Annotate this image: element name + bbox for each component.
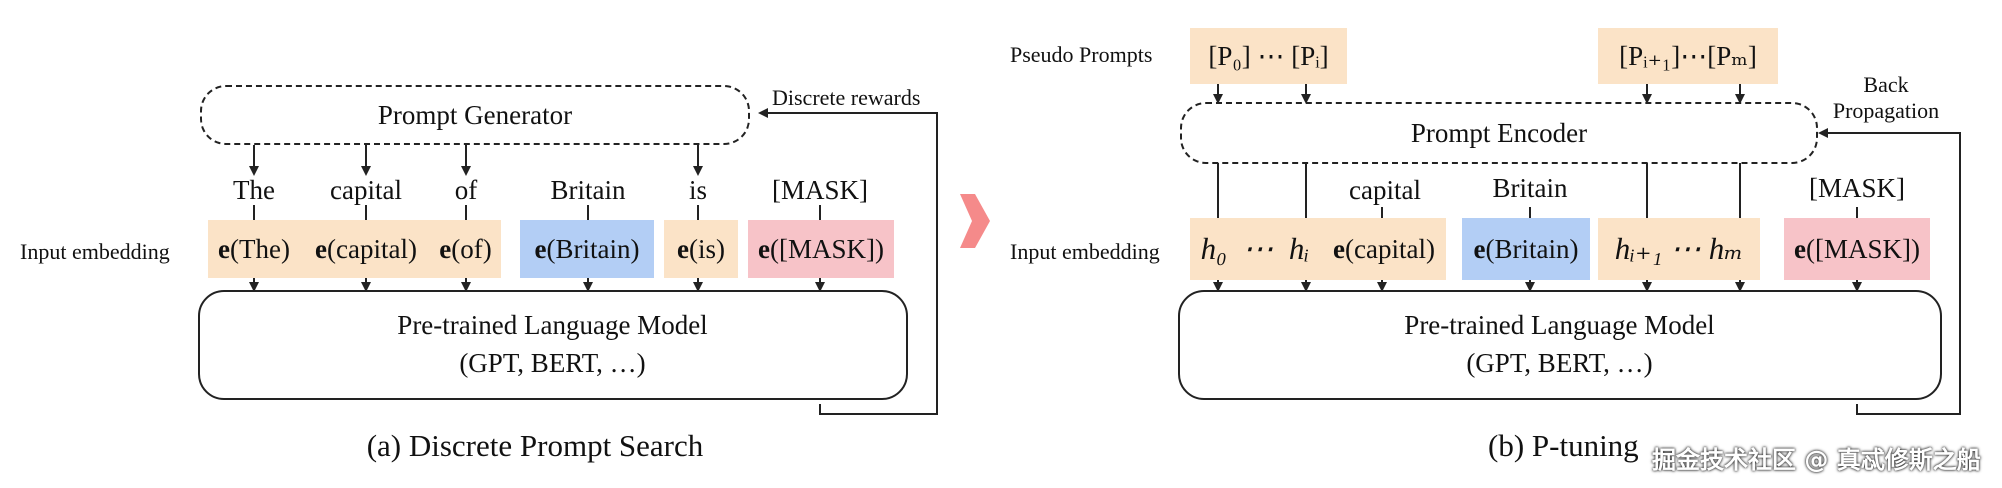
token-capital: capital xyxy=(330,174,402,205)
caption-left: (a) Discrete Prompt Search xyxy=(366,428,704,463)
pseudo-prompt-group-2-text: [Pᵢ₊₁]⋯[Pₘ] xyxy=(1619,40,1757,71)
pseudo-prompt-group-2: [Pᵢ₊₁]⋯[Pₘ] xyxy=(1598,28,1778,84)
embedding-the: e(The) xyxy=(218,233,290,264)
token-britain-right: Britain xyxy=(1492,172,1568,203)
prompt-generator-label: Prompt Generator xyxy=(377,99,573,130)
watermark: 掘金技术社区 @ 真忒修斯之船 xyxy=(1652,446,1981,474)
embedding-of: e(of) xyxy=(439,233,492,264)
caption-right: (b) P-tuning xyxy=(1488,428,1639,463)
embedding-capital-right: e(capital) xyxy=(1333,233,1435,264)
token-is: is xyxy=(688,174,707,205)
embedding-britain-right: e(Britain) xyxy=(1462,218,1590,280)
model-examples-right: (GPT, BERT, …) xyxy=(1466,348,1653,378)
language-model-box-left: Pre-trained Language Model (GPT, BERT, …… xyxy=(198,290,908,400)
embedding-capital: e(capital) xyxy=(315,233,417,264)
model-examples-left: (GPT, BERT, …) xyxy=(459,348,646,378)
transition-arrow xyxy=(960,194,990,248)
token-britain: Britain xyxy=(550,174,626,205)
pseudo-prompt-group-1-text: [P₀] ⋯ [Pᵢ] xyxy=(1208,40,1329,71)
token-mask: [MASK] xyxy=(771,174,868,205)
pseudo-prompts-label: Pseudo Prompts xyxy=(1010,42,1153,67)
hidden-states-group-1: h₀ ⋯ hᵢ xyxy=(1200,231,1310,266)
embedding-britain: e(Britain) xyxy=(520,220,654,278)
discrete-rewards-label: Discrete rewards xyxy=(772,85,921,110)
embedding-mask: e([MASK]) xyxy=(748,220,894,278)
pseudo-prompt-group-1: [P₀] ⋯ [Pᵢ] xyxy=(1190,28,1347,84)
embedding-mask-right: e([MASK]) xyxy=(1784,218,1930,280)
token-the: The xyxy=(233,174,275,205)
embedding-is: e(is) xyxy=(664,220,738,278)
token-capital-right: capital xyxy=(1349,174,1421,205)
left-arrows xyxy=(249,108,938,415)
back-propagation-label: Back Propagation xyxy=(1832,72,1940,123)
token-mask-right: [MASK] xyxy=(1808,172,1905,203)
model-name-right: Pre-trained Language Model xyxy=(1404,310,1715,340)
hidden-states-group-2: hᵢ₊₁ ⋯ hₘ xyxy=(1598,218,1760,280)
prompt-encoder-box: Prompt Encoder xyxy=(1180,102,1818,164)
input-embedding-label: Input embedding xyxy=(20,239,170,264)
language-model-box-right: Pre-trained Language Model (GPT, BERT, …… xyxy=(1178,290,1942,400)
input-embedding-label-right: Input embedding xyxy=(1010,239,1160,264)
token-of: of xyxy=(454,174,478,205)
prompt-generator-box: Prompt Generator xyxy=(200,85,750,145)
model-name-left: Pre-trained Language Model xyxy=(397,310,708,340)
orange-group-right-1 xyxy=(1190,218,1446,280)
prompt-encoder-label: Prompt Encoder xyxy=(1410,117,1588,148)
orange-group-left xyxy=(208,220,501,278)
